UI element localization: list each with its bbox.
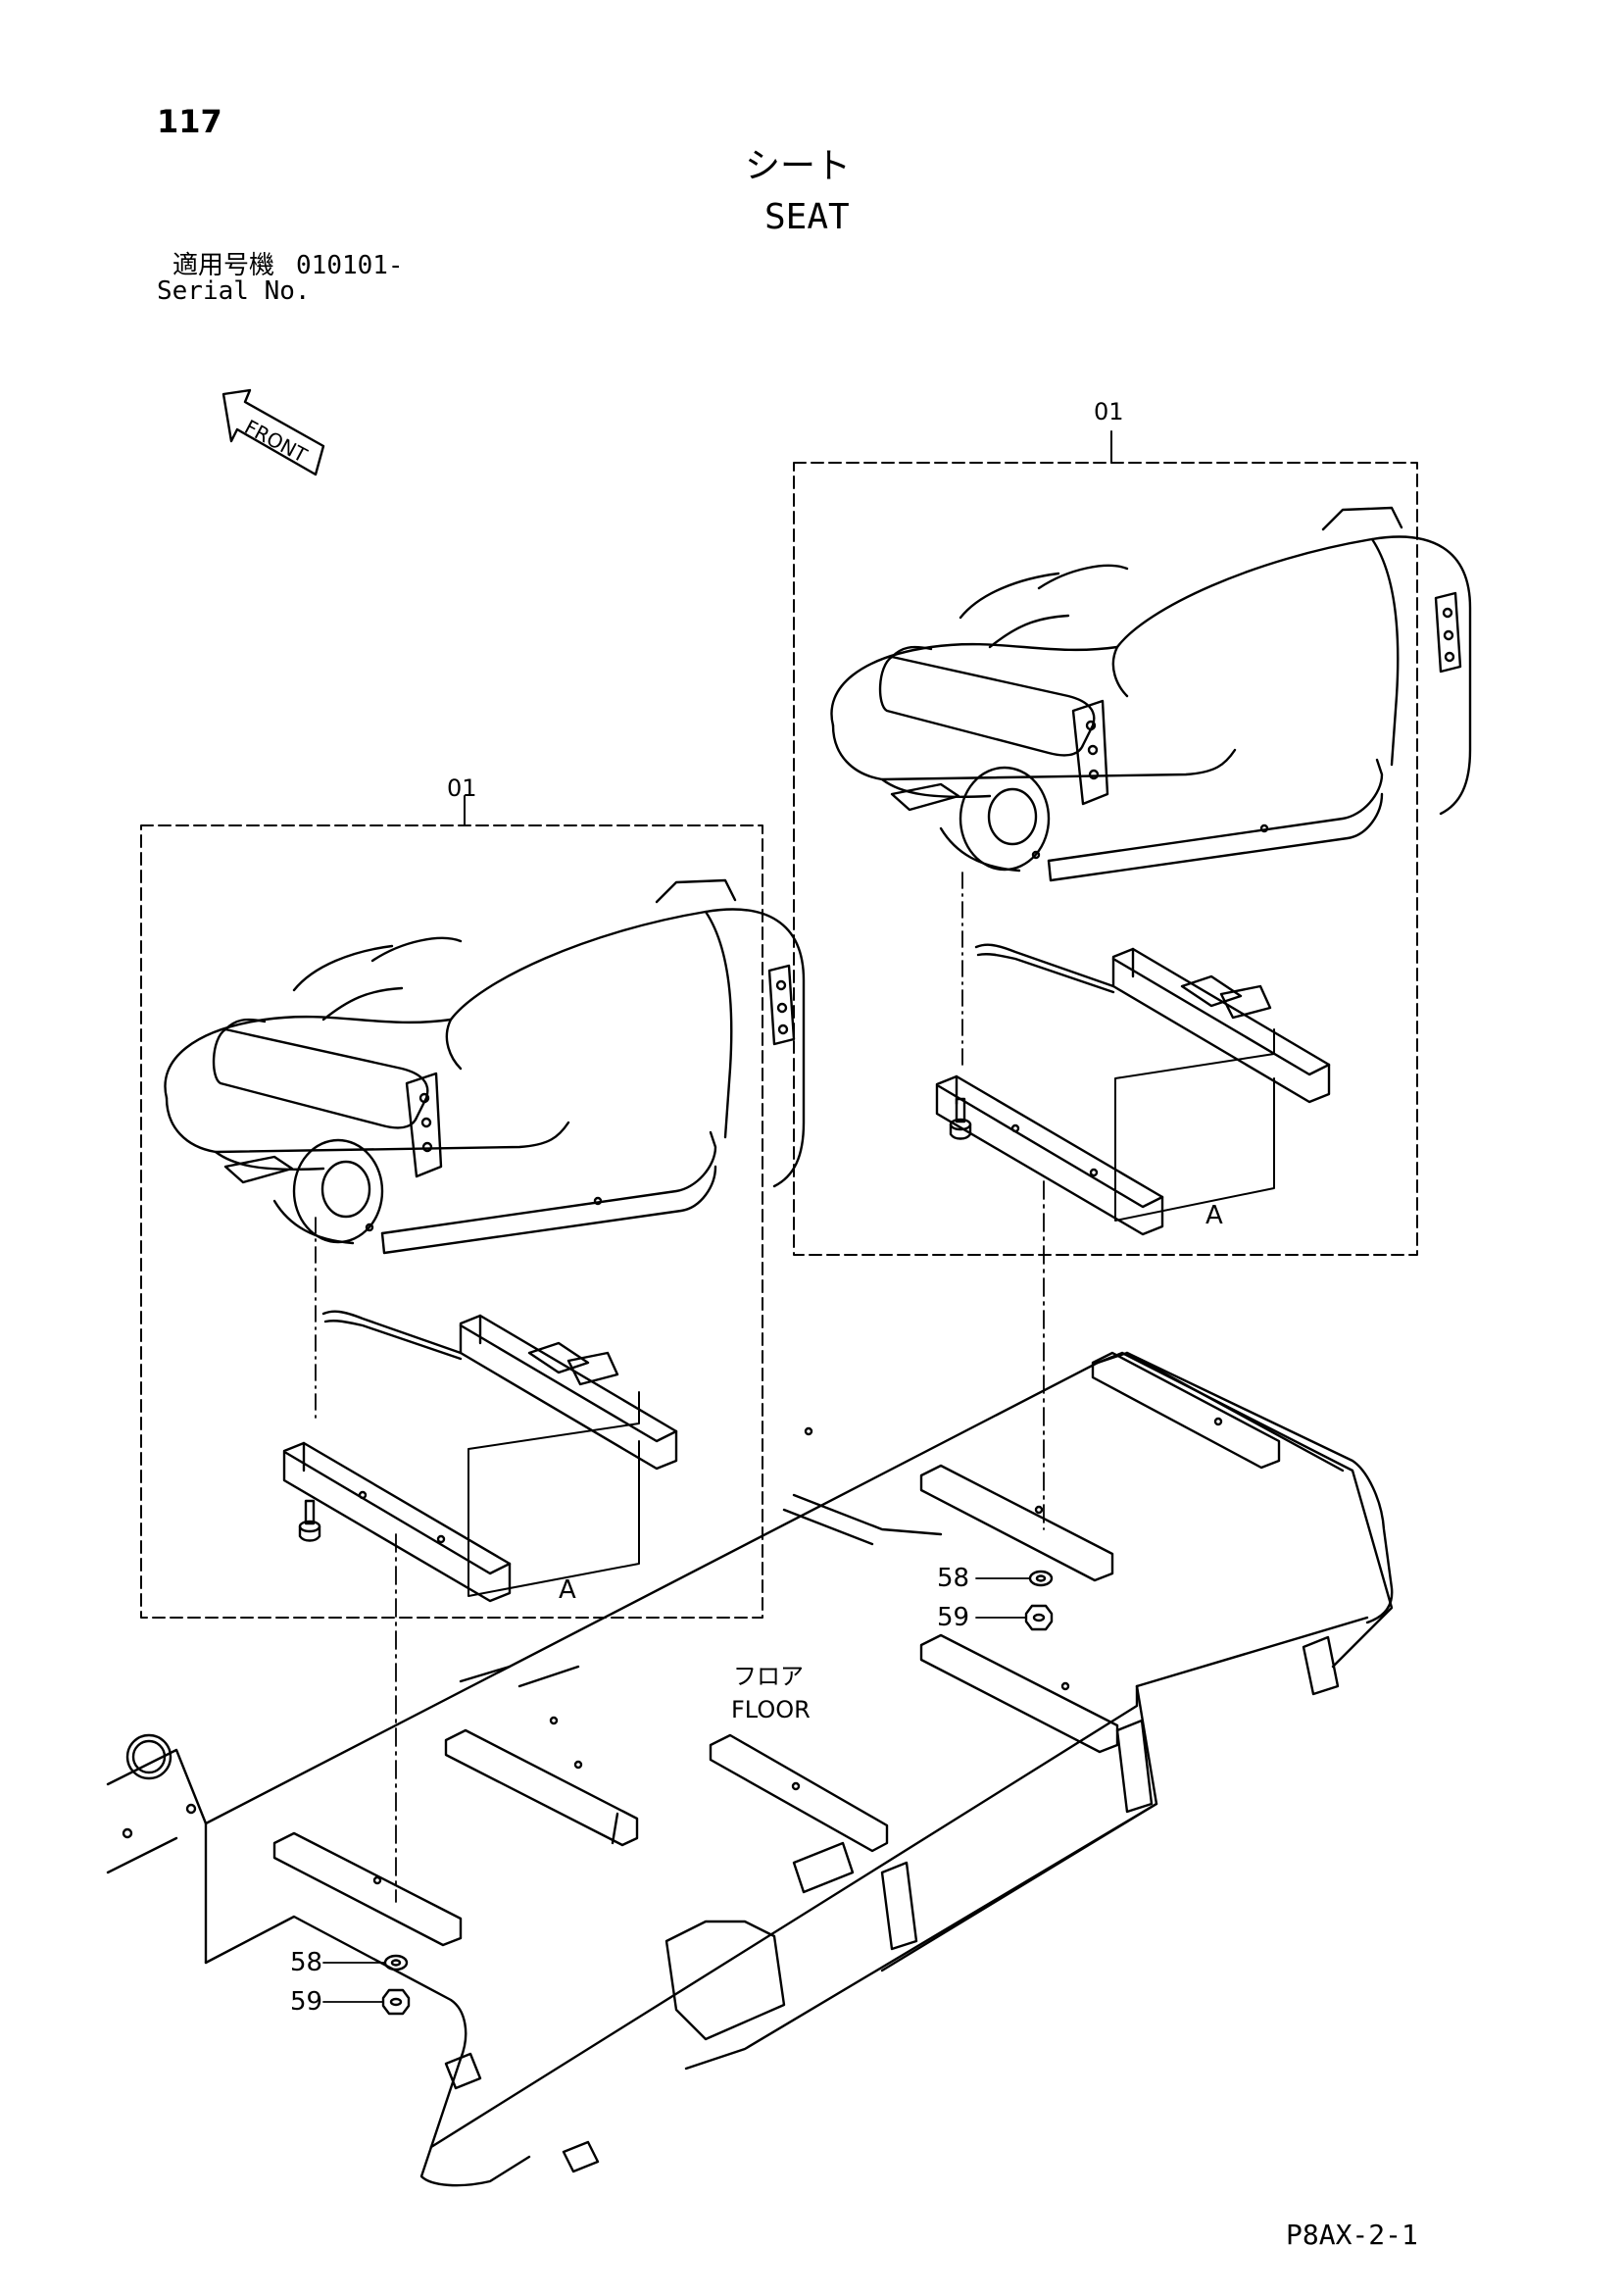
slide-rails-left (282, 1310, 678, 1603)
front-label: FRONT (241, 415, 312, 468)
front-arrow-icon: FRONT (221, 388, 325, 476)
title-english: SEAT (764, 197, 850, 237)
serial-japanese-label: 適用号機 (172, 251, 275, 280)
callout-washer-left: 58 (290, 1948, 322, 1977)
kit-box-right (793, 462, 1418, 1256)
slide-rails-right (935, 943, 1331, 1236)
floor-label-jp: フロア (733, 1663, 804, 1690)
callout-rail-right: A (1205, 1201, 1223, 1230)
seat-left (164, 878, 806, 1255)
kit-box-left (140, 824, 763, 1619)
callout-seat-left: 01 (447, 774, 477, 802)
nut-left (381, 1988, 411, 2016)
floor-label-en: FLOOR (731, 1696, 811, 1723)
serial-english-label: Serial No. (157, 276, 311, 306)
callout-rail-left: A (559, 1575, 576, 1605)
page-number: 117 (157, 103, 222, 140)
callout-seat-right: 01 (1094, 398, 1124, 425)
washer-left (383, 1954, 409, 1972)
bolt-left (298, 1499, 321, 1542)
drawing-code: P8AX-2-1 (1286, 2219, 1418, 2251)
seat-right (830, 506, 1472, 882)
serial-number: 010101- (296, 251, 404, 280)
rail-leader (1114, 1028, 1275, 1222)
callout-nut-right: 59 (937, 1603, 969, 1632)
nut-right (1024, 1604, 1054, 1631)
callout-washer-right: 58 (937, 1564, 969, 1593)
callout-nut-left: 59 (290, 1987, 322, 2017)
floor-frame (106, 1351, 1394, 2187)
serial-japanese-row: 適用号機 010101- (172, 253, 404, 278)
washer-right (1028, 1570, 1054, 1587)
title-japanese: シート (745, 146, 852, 186)
rail-leader (467, 1391, 640, 1597)
